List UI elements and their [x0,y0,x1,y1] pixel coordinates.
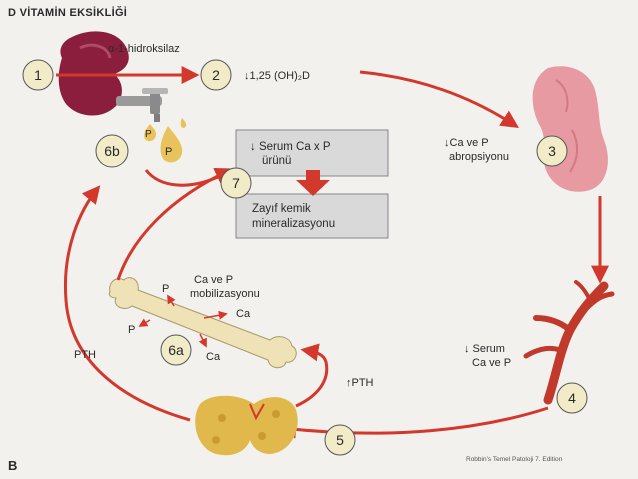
svg-text:3: 3 [548,143,556,159]
step-3: 3 [536,135,568,167]
credit-text: Robbin’s Temel Patoloji 7. Edition [466,456,563,463]
faucet-icon [116,88,168,122]
intestine-icon [532,66,608,192]
serum-product-line2: ürünü [262,155,291,167]
svg-text:4: 4 [568,390,576,406]
blood-vessel-icon [523,280,615,405]
arrow-4-to-5 [278,406,549,439]
pth-left-label: PTH [74,349,96,361]
arrow-bone-to-box [116,167,234,281]
mobilization-label-line2: mobilizasyonu [190,288,260,300]
diagram-title: D VİTAMİN EKSİKLİĞİ [8,6,127,19]
absorption-label-line1: ↓Ca ve P [444,137,489,149]
step-6a: 6a [160,334,192,366]
svg-text:7: 7 [232,175,240,191]
step-5: 5 [324,424,356,456]
phosphate-drop-small: P [144,124,156,142]
arrow-2-to-3 [359,70,520,128]
bone-label-ca1: Ca [236,308,251,320]
arrow-box-down [296,170,330,196]
bone-label-p1: P [162,283,169,295]
arrow-drops-to-box [144,169,221,187]
bone-arrow-p1 [167,294,176,307]
mineralization-box: Zayıf kemik mineralizasyonu [235,193,389,239]
panel-letter: B [8,458,17,473]
svg-text:2: 2 [212,67,220,83]
vitamin-d-label: ↓1,25 (OH)₂D [244,70,310,82]
bone-arrow-ca1 [203,310,228,320]
mobilization-label-line1: Ca ve P [194,274,233,286]
step-2: 2 [200,59,232,91]
serum-product-line1: ↓ Serum Ca x P [250,141,331,153]
absorption-label-line2: abropsiyonu [449,151,509,163]
bone-arrow-p2 [138,318,151,327]
svg-text:5: 5 [336,432,344,448]
mineralization-line2: mineralizasyonu [252,218,335,230]
small-drop [180,118,187,128]
serum-product-box: ↓ Serum Ca x P ürünü [235,129,389,177]
arrow-pth-to-kidney [63,185,191,422]
bone-label-p2: P [128,324,135,336]
serum-label-line2: Ca ve P [472,357,511,369]
pth-up-label: ↑PTH [346,377,374,389]
svg-text:6a: 6a [168,342,184,358]
bone-icon [108,277,297,369]
drop-label-p-small: P [145,129,152,140]
step-7: 7 [220,167,252,199]
step-1: 1 [22,59,54,91]
arrow-pth-to-bone [295,343,329,408]
bone-label-ca2: Ca [206,351,221,363]
kidney-icon [58,31,129,116]
bone-arrow-ca2 [198,333,207,348]
svg-text:1: 1 [34,67,42,83]
step-4: 4 [556,382,588,414]
mineralization-line1: Zayıf kemik [252,203,311,215]
parathyroid-gland-icon [195,395,298,456]
serum-label-line1: ↓ Serum [464,343,505,355]
step-6b: 6b [95,134,129,168]
drop-label-p-large: P [165,146,172,158]
phosphate-drop-large: P [160,126,183,163]
hydroxylase-label: α-1-hidroksilaz [108,43,180,55]
svg-text:6b: 6b [104,143,120,159]
